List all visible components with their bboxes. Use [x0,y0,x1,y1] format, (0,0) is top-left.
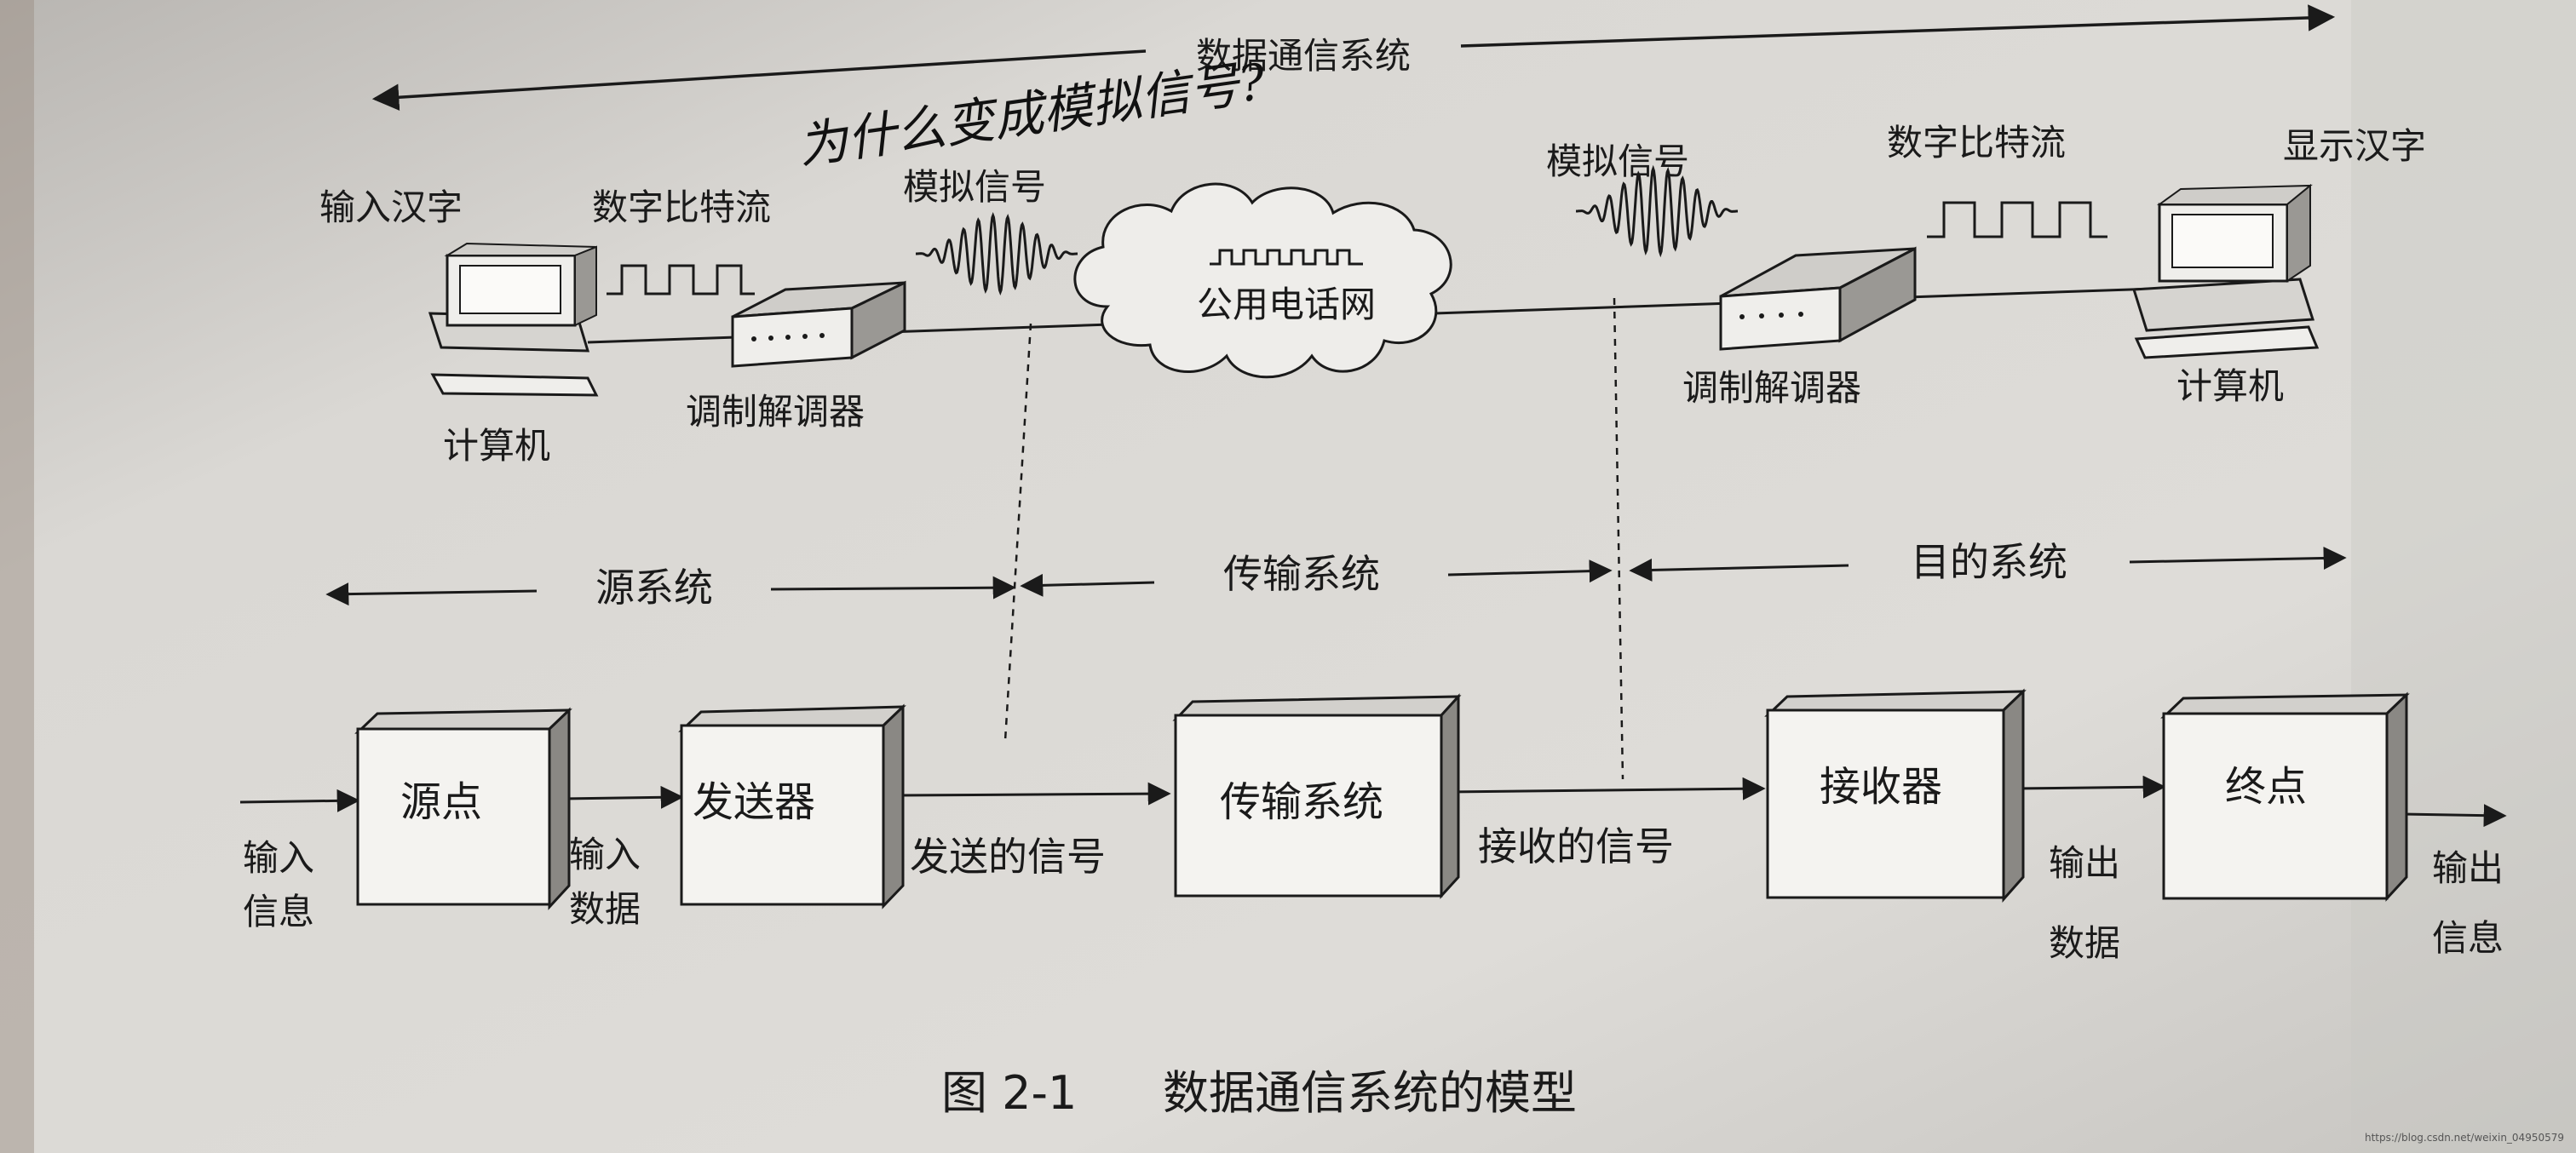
input-info-label-1: 输入 [243,837,314,879]
display-chars-label: 显示汉字 [2283,125,2426,167]
block-destination [2160,691,2410,902]
input-chars-label: 输入汉字 [319,186,463,228]
dest-analog-label: 模拟信号 [1546,141,1689,182]
section-arrows [325,546,2347,606]
block-source-label: 源点 [400,778,482,826]
output-info-label-1: 输出 [2432,847,2504,889]
handwritten-note: 为什么变成模拟信号? [794,52,1269,175]
figure-title: 数据通信系统的模型 [1163,1066,1577,1120]
block-receiver-label: 接收器 [1820,763,1942,811]
dest-modem-label: 调制解调器 [1682,367,1861,409]
dest-computer-label: 计算机 [2176,365,2284,407]
block-transmitter-label: 发送器 [693,778,815,826]
source-transmission-boundary [1003,323,1032,742]
sent-signal-label: 发送的信号 [910,834,1106,880]
input-info-label-2: 信息 [243,891,314,932]
watermark: https://blog.csdn.net/weixin_04950579 [2365,1132,2564,1144]
transmission-dest-boundary [1613,297,1624,780]
source-analog-label: 模拟信号 [903,166,1046,208]
output-info-label-2: 信息 [2432,917,2504,959]
section-destination-label: 目的系统 [1911,539,2067,585]
block-transmission [1172,693,1462,899]
source-bitstream-label: 数字比特流 [592,186,771,228]
source-modem-icon [731,280,906,368]
flow-arrows [239,775,2507,828]
source-modem-label: 调制解调器 [686,391,865,433]
input-data-label-2: 数据 [569,888,641,930]
top-span-label: 数据通信系统 [1196,35,1411,77]
phone-network-cloud-icon [1073,182,1452,379]
top-span-arrow [371,4,2336,111]
block-source [354,707,572,910]
block-transmission-label: 传输系统 [1220,778,1383,826]
source-analog-wave-icon [916,212,1078,295]
block-transmitter [678,703,906,909]
received-signal-label: 接收的信号 [1478,823,1674,869]
dest-modem-icon [1719,246,1917,351]
output-data-label-2: 数据 [2049,922,2120,964]
source-computer-icon [428,242,599,397]
section-transmission-label: 传输系统 [1223,551,1380,597]
output-data-label-1: 输出 [2049,842,2120,884]
dest-bitstream-label: 数字比特流 [1887,122,2066,163]
input-data-label-1: 输入 [569,834,641,875]
source-bitstream-icon [607,264,755,295]
figure-number: 图 2-1 [941,1066,1077,1120]
section-source-label: 源系统 [595,565,713,611]
dest-analog-wave-icon [1576,164,1738,258]
source-computer-label: 计算机 [443,425,550,467]
block-destination-label: 终点 [2225,763,2307,811]
phone-network-label: 公用电话网 [1197,284,1376,325]
block-receiver [1764,688,2027,903]
dest-computer-icon [2131,183,2320,359]
dest-bitstream-icon [1927,201,2107,238]
